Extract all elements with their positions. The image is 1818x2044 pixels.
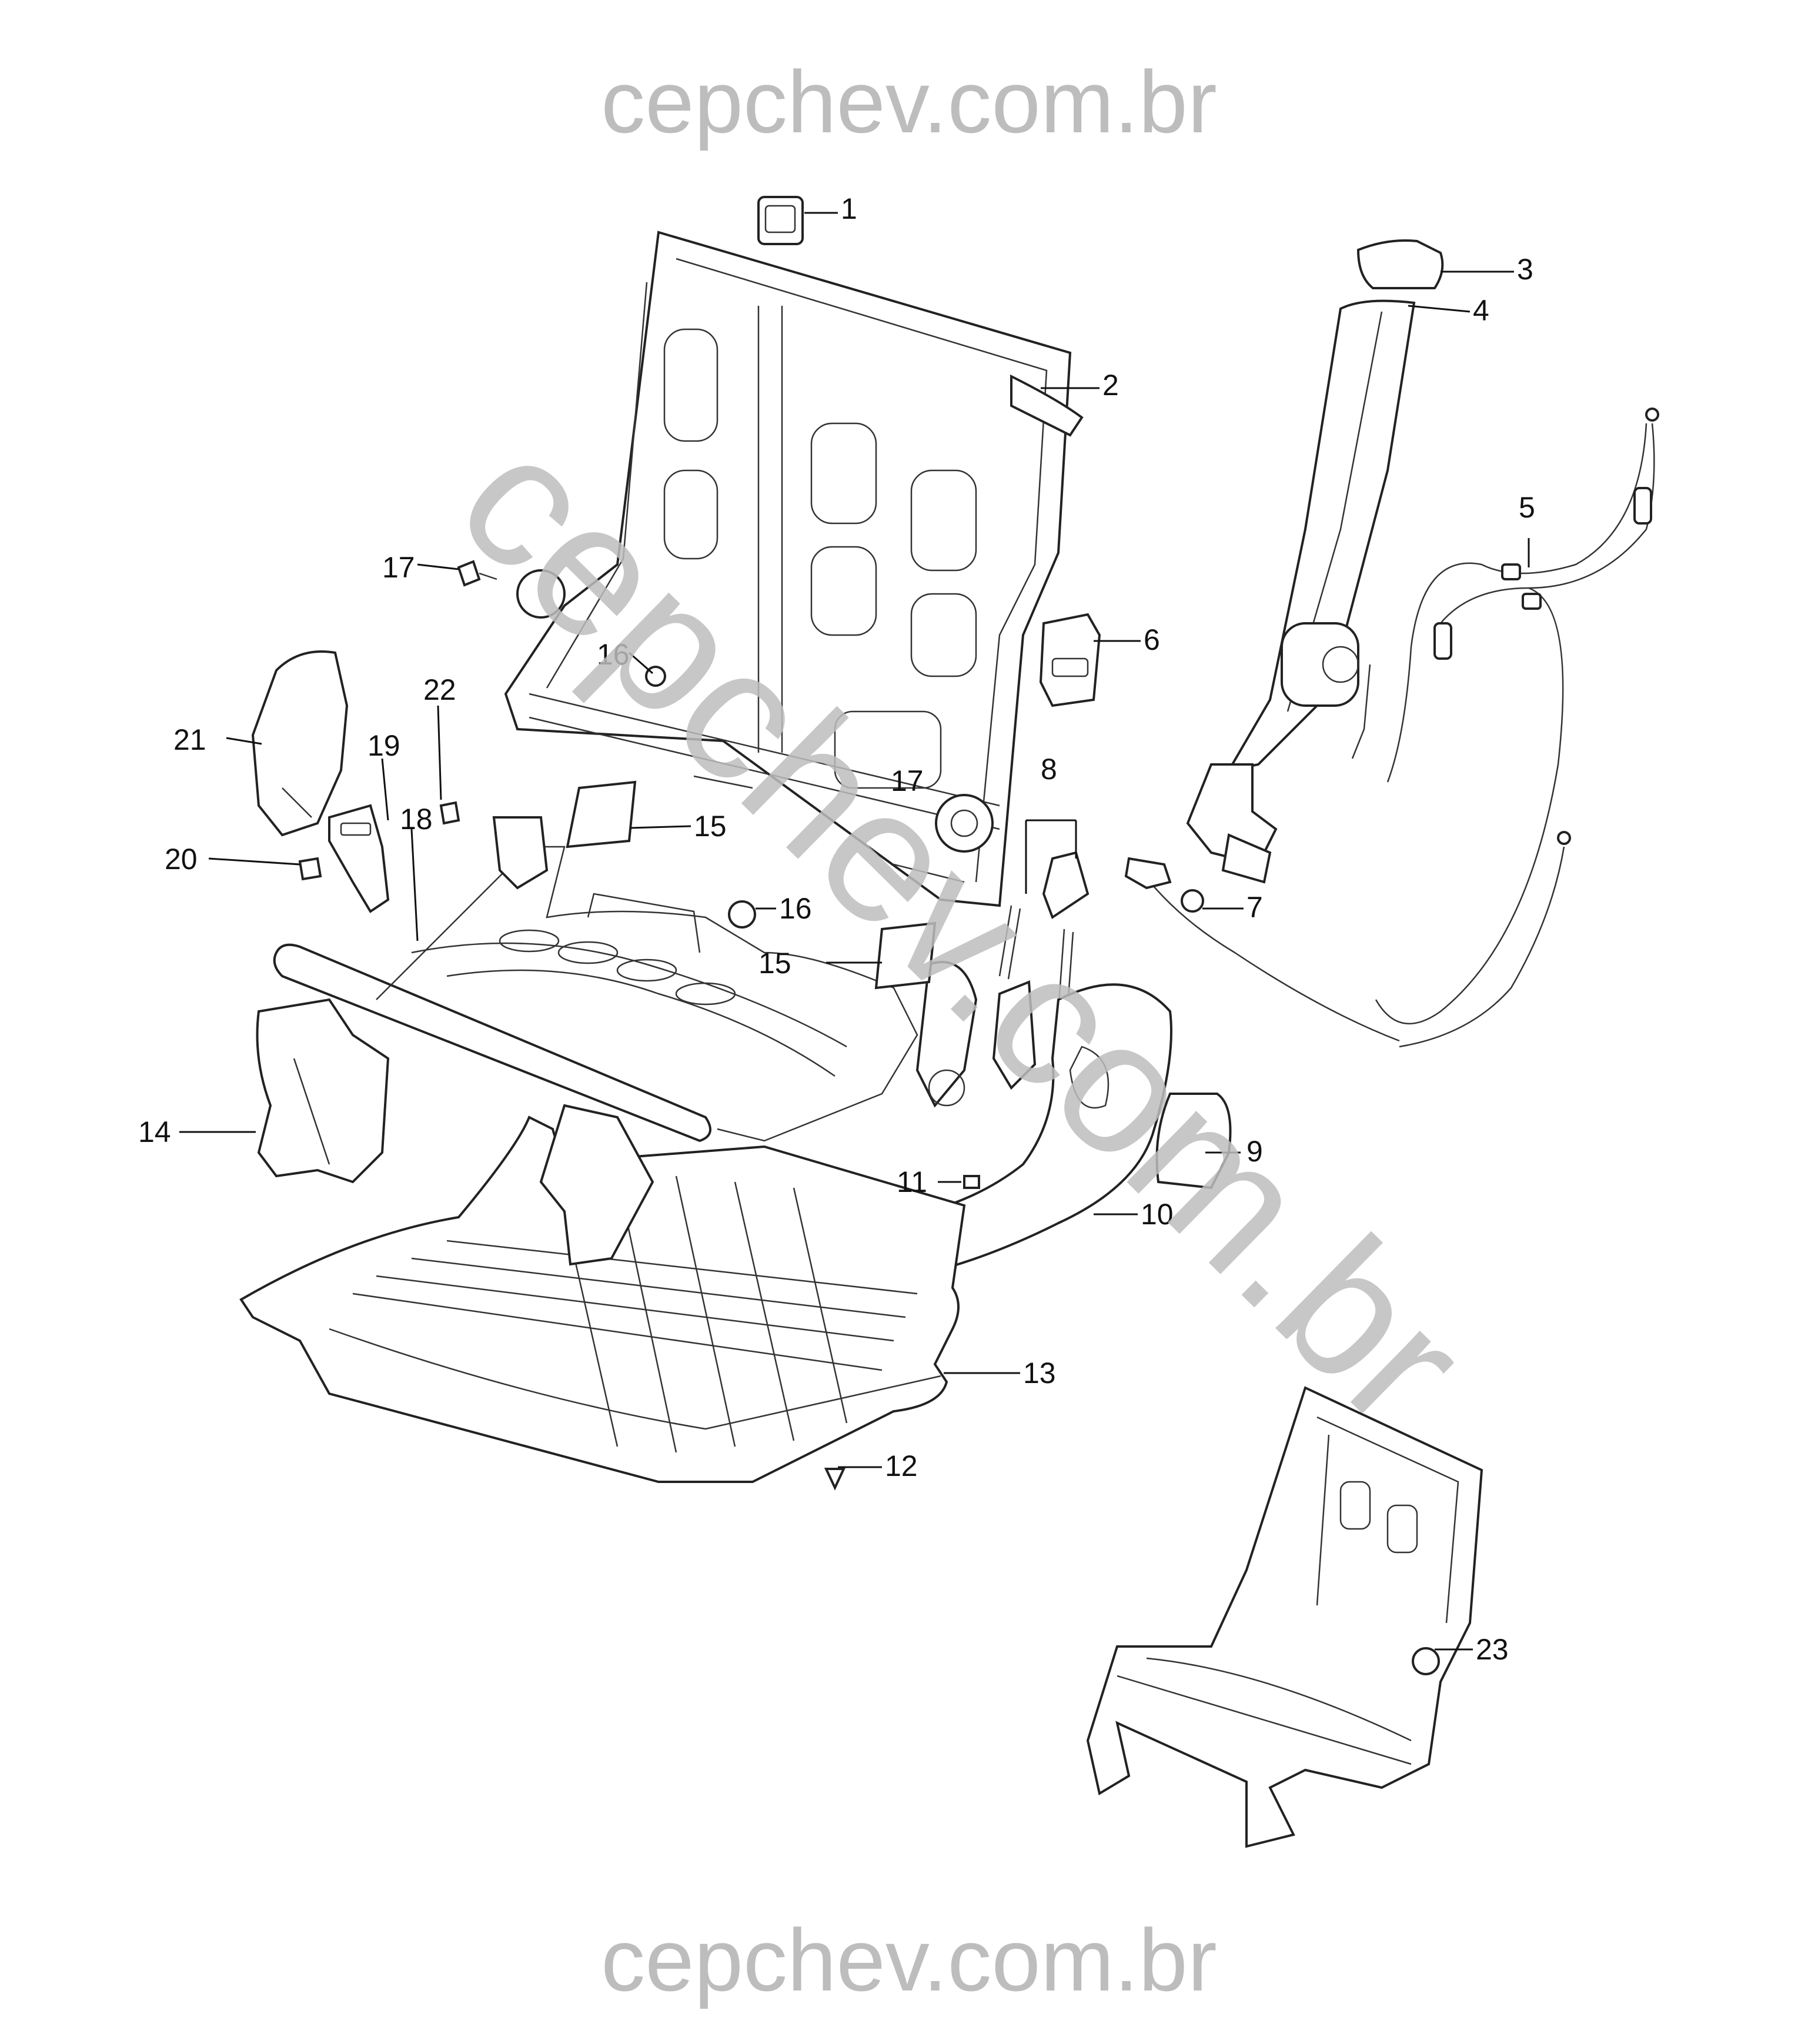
part-8-springs [992,851,1090,1090]
part-4-seatbelt [1186,299,1416,884]
watermark-bottom: cepchev.com.br [601,1911,1217,2009]
callout-16-lower: 16 [779,892,812,925]
part-15-bracket-lower [874,921,937,990]
callout-16-upper: 16 [597,638,630,671]
callout-20: 20 [165,843,198,876]
callout-17-left: 17 [382,551,415,584]
callout-9: 9 [1246,1135,1263,1168]
leader-lines [179,212,1530,1651]
callout-15-upper: 15 [694,810,727,843]
callout-14: 14 [138,1115,171,1148]
part-16-nut-lower [728,900,756,929]
part-13-seat-tray [239,1115,966,1483]
callout-22: 22 [423,673,456,706]
part-19-buckle [328,804,390,913]
watermark-top: cepchev.com.br [601,52,1217,151]
callout-11: 11 [897,1165,927,1198]
callout-8: 8 [1041,753,1057,786]
callout-7: 7 [1246,891,1263,924]
callout-12: 12 [885,1449,918,1482]
callout-1: 1 [841,192,857,225]
callout-5: 5 [1519,491,1535,524]
part-15-bracket-upper [566,780,637,849]
part-17-bolt-left [457,560,481,587]
part-3-cap [1356,239,1444,289]
callout-10: 10 [1141,1198,1174,1231]
part-2-seatback-frame [504,231,1084,907]
part-21-trim-cover [251,650,349,837]
parts-artwork [239,196,1659,1848]
callout-3: 3 [1517,253,1533,286]
callout-2: 2 [1102,369,1119,402]
callout-23: 23 [1476,1633,1509,1666]
callout-4: 4 [1473,294,1489,327]
callout-15-lower: 15 [758,947,791,980]
callout-18: 18 [400,803,433,836]
part-11-clip [963,1175,980,1189]
part-18-cushion-frame [273,816,978,1266]
part-20-bolt [298,857,322,881]
part-6-latch-cover [1039,613,1101,707]
part-23-seat-assembly [1086,1386,1483,1848]
callout-13: 13 [1023,1357,1056,1390]
callout-6: 6 [1144,623,1160,656]
part-12-screw [824,1468,846,1491]
part-22-bolt [439,801,460,825]
part-5-cable [1140,408,1659,1048]
callout-19: 19 [367,729,400,762]
part-14-leg [256,998,390,1184]
callout-17-right: 17 [891,764,924,797]
part-7-bolt [1181,889,1204,913]
callout-labels: 1 2 3 4 5 6 7 8 9 10 11 12 13 14 15 15 1… [138,192,1535,1666]
part-9-pad [1155,1093,1232,1190]
callout-21: 21 [173,723,206,756]
